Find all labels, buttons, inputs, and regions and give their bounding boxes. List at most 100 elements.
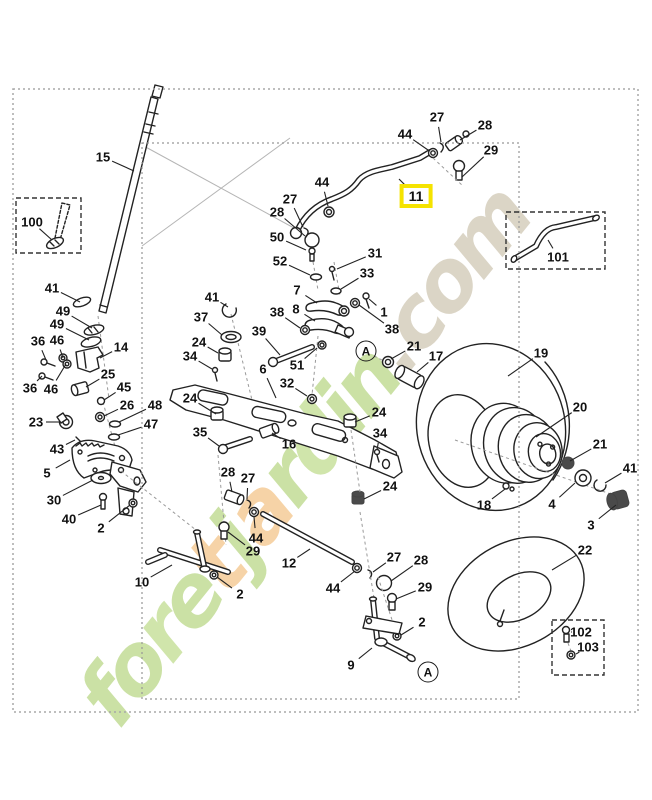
callout-44: 44: [248, 530, 264, 546]
callout-34: 34: [372, 425, 388, 441]
axle-beam: [169, 384, 403, 479]
callout-29: 29: [483, 142, 499, 158]
callout-37: 37: [193, 309, 209, 325]
callout-24: 24: [191, 334, 207, 350]
callout-52: 52: [272, 253, 288, 269]
spindle-left: [120, 470, 231, 580]
callout-2: 2: [418, 614, 426, 630]
callout-1: 1: [380, 304, 388, 320]
drag-link: [289, 130, 470, 240]
callout-22: 22: [577, 542, 593, 558]
detail-box: [141, 142, 520, 700]
callout-27: 27: [429, 109, 445, 125]
callout-4: 4: [548, 496, 556, 512]
callout-24: 24: [182, 390, 198, 406]
callout-49: 49: [55, 303, 71, 319]
highlighted-callout-11: 11: [399, 184, 433, 208]
callout-30: 30: [46, 492, 62, 508]
callout-44: 44: [314, 174, 330, 190]
callout-27: 27: [240, 470, 256, 486]
callout-41: 41: [44, 280, 60, 296]
inset-102-103-parts: [561, 625, 576, 660]
callout-31: 31: [367, 245, 383, 261]
callout-25: 25: [100, 366, 116, 382]
callout-29: 29: [417, 579, 433, 595]
callout-26: 26: [119, 397, 135, 413]
callout-9: 9: [347, 657, 355, 673]
callout-43: 43: [49, 441, 65, 457]
callout-32: 32: [279, 375, 295, 391]
callout-12: 12: [281, 555, 297, 571]
steering-arm-cluster: [267, 206, 385, 405]
pivot-hardware: [210, 303, 253, 421]
callout-48: 48: [147, 397, 163, 413]
wheel-rim: [470, 402, 563, 484]
callout-38: 38: [269, 304, 285, 320]
inner-tube: [447, 536, 585, 652]
steering-column-hardware: [38, 296, 122, 446]
callout-44: 44: [397, 126, 413, 142]
callout-24: 24: [382, 478, 398, 494]
inset-101-box: [505, 211, 606, 270]
circled-label-A: A: [417, 661, 439, 683]
callout-40: 40: [61, 511, 77, 527]
callout-7: 7: [293, 282, 301, 298]
callout-5: 5: [43, 465, 51, 481]
callout-100: 100: [21, 214, 43, 230]
callout-28: 28: [477, 117, 493, 133]
callout-24: 24: [371, 404, 387, 420]
callout-16: 16: [281, 436, 297, 452]
leader-lines: [36, 126, 622, 660]
callout-45: 45: [116, 379, 132, 395]
callout-102: 102: [570, 624, 592, 640]
callout-39: 39: [251, 323, 267, 339]
callout-35: 35: [192, 424, 208, 440]
callout-8: 8: [292, 301, 300, 317]
kingpin-hardware-left: [217, 454, 260, 546]
wheel-spacer: [381, 355, 425, 390]
callout-36: 36: [22, 380, 38, 396]
circled-label-A: A: [355, 340, 377, 362]
inset-102-103-box: [551, 619, 605, 676]
callout-46: 46: [43, 381, 59, 397]
callout-14: 14: [113, 339, 129, 355]
callout-2: 2: [236, 586, 244, 602]
callout-23: 23: [28, 414, 44, 430]
axle-end-hardware: [454, 439, 630, 511]
callout-28: 28: [413, 552, 429, 568]
callout-103: 103: [577, 639, 599, 655]
callout-44: 44: [325, 580, 341, 596]
callout-21: 21: [406, 338, 422, 354]
callout-28: 28: [269, 204, 285, 220]
callout-33: 33: [359, 265, 375, 281]
tie-rod-and-spindle-right: [260, 413, 416, 663]
callout-34: 34: [182, 348, 198, 364]
callout-28: 28: [220, 464, 236, 480]
projection-lines: [141, 137, 295, 247]
callout-49: 49: [49, 316, 65, 332]
callout-51: 51: [289, 357, 305, 373]
callout-101: 101: [547, 249, 569, 265]
page-border: [12, 88, 639, 713]
callout-47: 47: [143, 416, 159, 432]
callout-20: 20: [572, 399, 588, 415]
callout-41: 41: [204, 289, 220, 305]
inset-101-part: [510, 214, 600, 263]
callout-50: 50: [269, 229, 285, 245]
callout-27: 27: [282, 191, 298, 207]
callout-2: 2: [97, 520, 105, 536]
callout-19: 19: [533, 345, 549, 361]
callout-36: 36: [30, 333, 46, 349]
callout-3: 3: [587, 517, 595, 533]
callout-18: 18: [476, 497, 492, 513]
callout-27: 27: [386, 549, 402, 565]
callout-21: 21: [592, 436, 608, 452]
inset-100-box: [15, 197, 82, 254]
callout-15: 15: [95, 149, 111, 165]
callout-38: 38: [384, 321, 400, 337]
callout-29: 29: [245, 543, 261, 559]
callout-41: 41: [622, 460, 638, 476]
